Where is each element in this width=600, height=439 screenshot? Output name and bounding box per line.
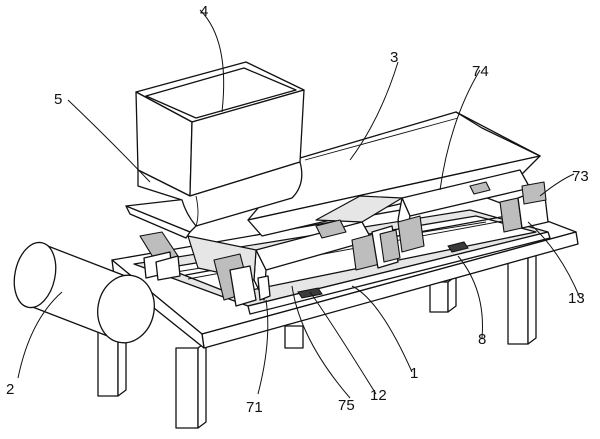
- label-3: 3: [390, 49, 398, 66]
- hopper: [135, 61, 305, 227]
- label-71: 71: [246, 399, 263, 416]
- leader-lines: [17, 9, 581, 399]
- label-75: 75: [338, 397, 355, 414]
- label-12: 12: [370, 387, 387, 404]
- label-73: 73: [572, 168, 589, 185]
- conveyor-trough: [247, 111, 541, 237]
- label-5: 5: [54, 91, 62, 108]
- label-13: 13: [568, 290, 585, 307]
- label-4: 4: [200, 3, 208, 20]
- table-legs: [97, 251, 537, 429]
- slots: [297, 181, 491, 299]
- label-8: 8: [478, 331, 486, 348]
- part-labels: 4 5 3 74 73 13 8 1 12 75 71 2: [6, 3, 589, 416]
- label-2: 2: [6, 381, 14, 398]
- bearing-brackets: [139, 181, 549, 307]
- roller: [13, 241, 155, 344]
- label-1: 1: [410, 365, 418, 382]
- label-74: 74: [472, 63, 489, 80]
